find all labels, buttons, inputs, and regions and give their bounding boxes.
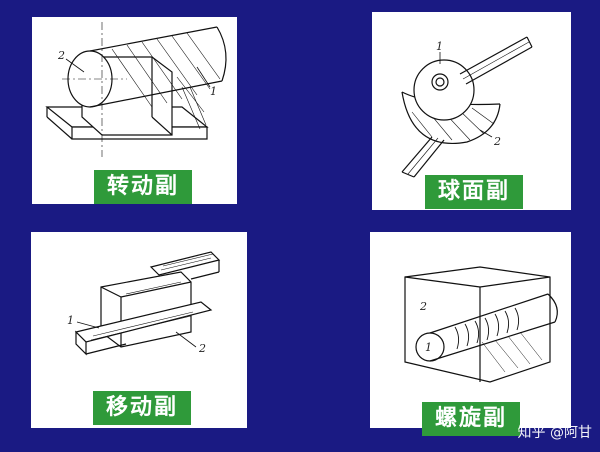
label-helical: 螺旋副 xyxy=(422,402,520,436)
revolute-pair-illustration: 2 1 xyxy=(45,22,227,157)
helical-callout-1: 1 xyxy=(425,341,432,354)
spherical-callout-2: 2 xyxy=(493,135,501,148)
panel-revolute: 2 1 转动副 xyxy=(32,17,237,204)
prismatic-pair-illustration: 1 2 xyxy=(67,251,221,356)
label-spherical: 球面副 xyxy=(425,175,523,209)
helical-pair-illustration: 1 2 xyxy=(404,266,558,383)
prismatic-callout-2: 2 xyxy=(198,342,206,355)
prismatic-callout-1: 1 xyxy=(67,314,74,327)
helical-callout-2: 2 xyxy=(419,300,427,313)
watermark: 知乎 @阿甘 xyxy=(517,425,592,441)
revolute-callout-1: 1 xyxy=(210,85,217,98)
label-prismatic: 移动副 xyxy=(93,391,191,425)
spherical-callout-1: 1 xyxy=(436,40,443,53)
panel-helical: 1 2 螺旋副 xyxy=(370,232,571,436)
panel-prismatic: 1 2 移动副 xyxy=(31,232,247,428)
spherical-pair-illustration: 1 2 xyxy=(401,36,533,178)
label-revolute: 转动副 xyxy=(94,170,192,204)
revolute-callout-2: 2 xyxy=(57,49,65,62)
panel-spherical: 1 2 球面副 xyxy=(372,12,571,210)
